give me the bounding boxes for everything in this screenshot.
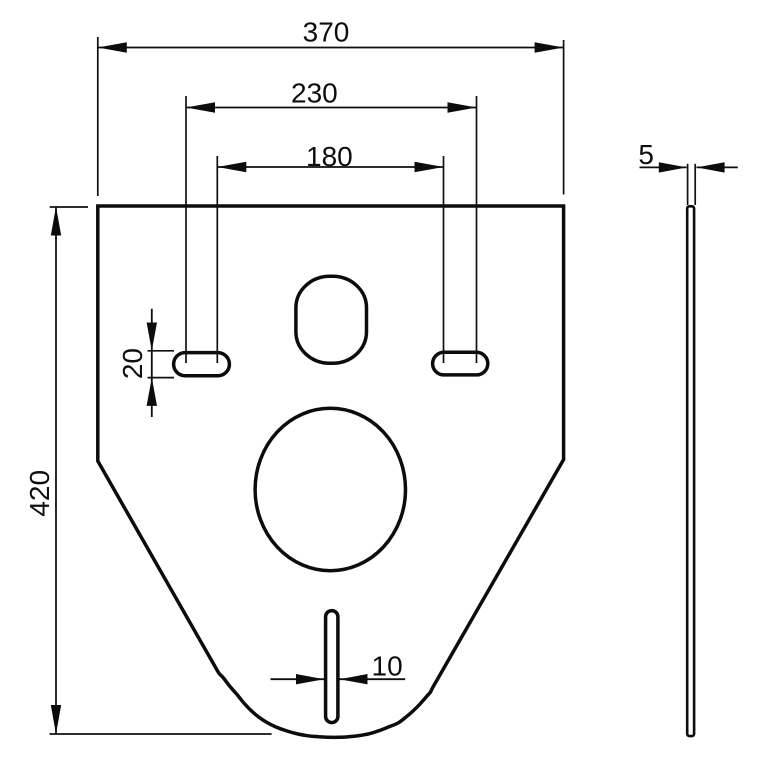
svg-text:180: 180 (306, 141, 353, 172)
svg-text:20: 20 (117, 348, 148, 379)
svg-text:10: 10 (372, 651, 403, 682)
svg-text:370: 370 (303, 17, 350, 48)
svg-text:230: 230 (291, 77, 338, 108)
svg-text:5: 5 (638, 139, 654, 170)
svg-text:420: 420 (24, 470, 55, 517)
